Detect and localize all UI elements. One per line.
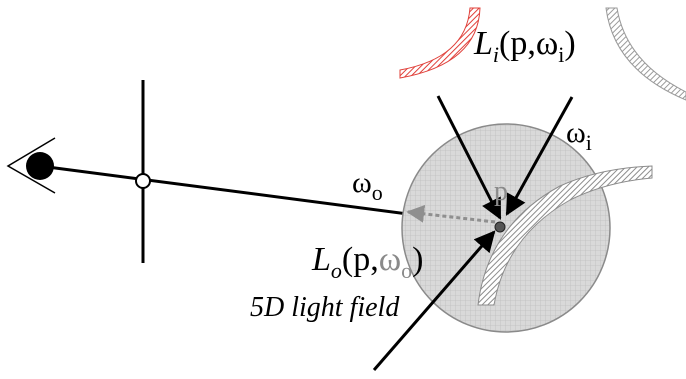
outgoing-radiance-label: Lo(p,ωo) <box>311 241 423 283</box>
incident-arrow-right <box>505 96 574 216</box>
omega-o-label: ωo <box>352 166 383 205</box>
incident-radiance-label: Li(p,ωi) <box>473 25 576 67</box>
gray-surface <box>605 7 686 101</box>
omega-i-label: ωi <box>566 116 592 155</box>
red-surface <box>399 7 481 79</box>
outgoing-direction-arrow <box>406 204 496 224</box>
pixel-point <box>135 173 151 189</box>
eye-icon <box>6 137 56 194</box>
surface-point <box>494 221 506 233</box>
surface-band <box>477 165 653 306</box>
caption: 5D light field <box>250 292 400 323</box>
point-label: p <box>494 176 508 207</box>
bottom-arrow <box>372 230 496 371</box>
incident-arrow-left <box>436 95 502 220</box>
